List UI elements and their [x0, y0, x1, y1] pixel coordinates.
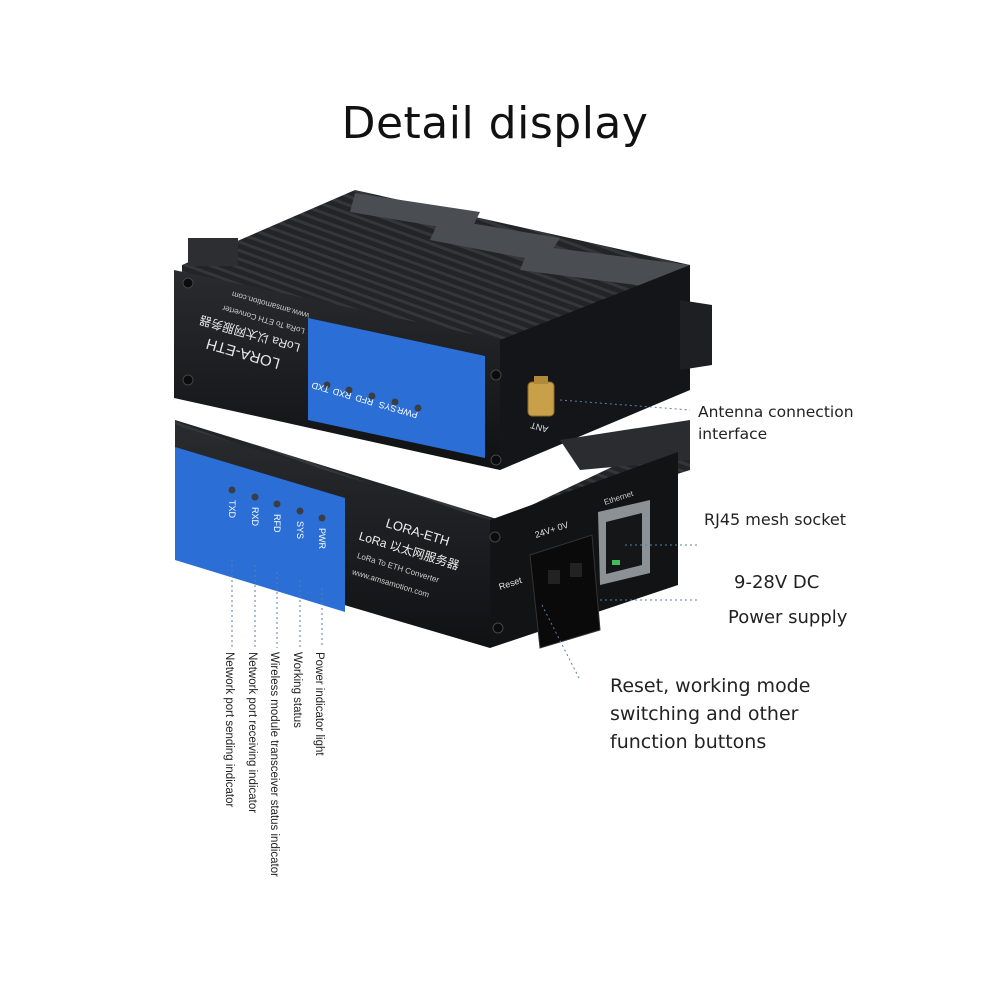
din-clip	[560, 420, 690, 470]
led	[391, 398, 399, 406]
antenna-callout-line2: interface	[698, 425, 768, 443]
page-title: Detail display	[341, 98, 649, 149]
upper-led-label-sys: SYS	[378, 399, 398, 414]
reset-callout: Reset, working mode switching and other …	[610, 672, 810, 756]
screw	[490, 369, 502, 381]
screw	[182, 277, 194, 289]
power-terminal-block	[529, 534, 601, 649]
ant-label: ANT	[529, 420, 550, 435]
indicator-label-rfd: Wireless module transceiver status indic…	[268, 652, 280, 877]
led-sys	[296, 507, 304, 515]
upper-blue-panel	[308, 318, 485, 458]
led-rxd	[251, 493, 259, 501]
terminal-slot	[570, 563, 582, 577]
led-label-rxd: RXD	[250, 507, 260, 527]
indicator-label-rxd: Network port receiving indicator	[246, 652, 258, 814]
terminal-slot	[548, 570, 560, 584]
rj45-led	[612, 560, 620, 565]
rj45-port-opening	[606, 513, 642, 574]
din-clip	[520, 245, 690, 292]
screw	[182, 374, 194, 386]
din-clip	[430, 218, 560, 262]
led	[323, 381, 331, 389]
led-rfd	[273, 500, 281, 508]
led-pwr	[318, 514, 326, 522]
lower-unit: TXD RXD RFD SYS PWR LORA-ETH LoRa 以太网服务器…	[175, 420, 690, 649]
screw	[489, 531, 501, 543]
rj45-callout: RJ45 mesh socket	[704, 510, 847, 529]
power-callout: Power supply	[728, 607, 848, 628]
indicator-label-sys: Working status	[291, 652, 303, 728]
antenna-connector-tip	[534, 376, 548, 384]
screw	[492, 622, 504, 634]
antenna-connector	[527, 381, 555, 417]
antenna-callout: Antenna connection interface	[698, 401, 854, 445]
led-label-rfd: RFD	[272, 514, 282, 533]
upper-unit-endcap	[500, 265, 690, 470]
guide-lines	[231, 399, 700, 681]
led-label-txd: TXD	[227, 500, 237, 519]
antenna-callout-line1: Antenna connection	[698, 403, 854, 421]
led-label-sys: SYS	[295, 521, 305, 539]
mount-tab	[680, 300, 712, 370]
upper-unit: LORA-ETH LoRa 以太网服务器 LoRa To ETH Convert…	[174, 190, 712, 470]
led	[368, 392, 376, 400]
screw	[490, 454, 502, 466]
lower-blue-panel	[175, 447, 345, 612]
led-label-pwr: PWR	[317, 528, 327, 549]
upper-led-label-txd: TXD	[310, 380, 331, 395]
terminal-block	[188, 238, 238, 266]
reset-callout-line2: switching and other	[610, 703, 799, 725]
led-txd	[228, 486, 236, 494]
reset-callout-line3: function buttons	[610, 731, 767, 753]
dc-callout: 9-28V DC	[734, 572, 820, 593]
led	[414, 404, 422, 412]
indicator-label-txd: Network port sending indicator	[223, 652, 235, 808]
reset-callout-line1: Reset, working mode	[610, 675, 811, 697]
indicator-label-pwr: Power indicator light	[313, 652, 325, 756]
led	[345, 386, 353, 394]
